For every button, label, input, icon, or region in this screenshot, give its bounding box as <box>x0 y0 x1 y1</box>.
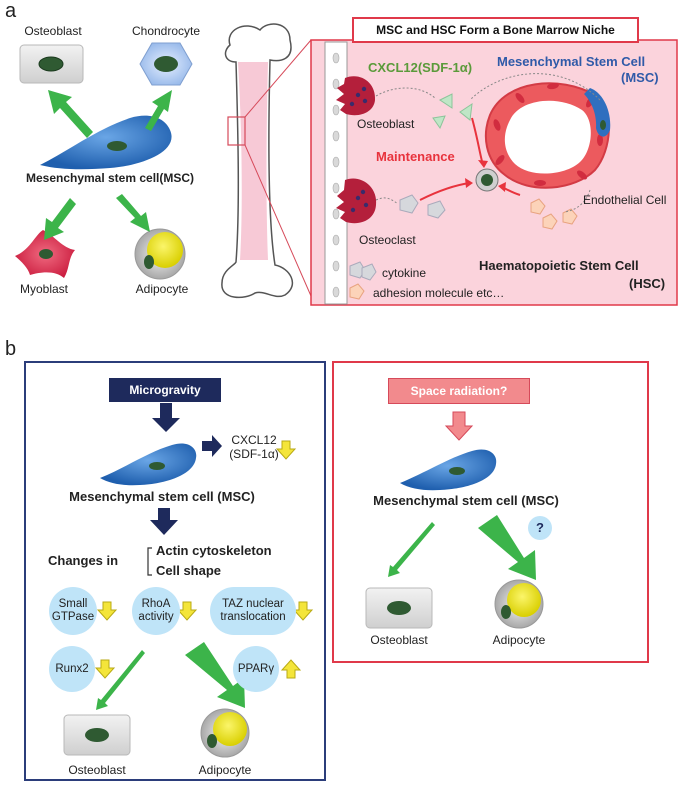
space-radiation-badge: Space radiation? <box>388 378 530 404</box>
niche-osteoclast <box>336 178 377 224</box>
panel-b-letter: b <box>5 338 17 360</box>
cytokine-molecules <box>399 93 578 230</box>
changes-in-label: Changes in <box>48 553 119 568</box>
rhoa-2: activity <box>138 611 174 623</box>
small-gtpase-2: GTPase <box>51 611 95 623</box>
legend-cytokine-label: cytokine <box>382 266 427 280</box>
niche-legend-icons <box>349 261 377 300</box>
runx2-label: Runx2 <box>55 662 89 675</box>
osteoblast-label-a: Osteoblast <box>24 24 82 38</box>
chondrocyte-cell-a <box>139 42 193 86</box>
differentiation-arrows-a <box>44 90 172 240</box>
actin-label: Actin cytoskeleton <box>156 543 272 558</box>
cell-shape-label: Cell shape <box>156 563 222 578</box>
niche-msc-label-2: (MSC) <box>621 70 659 85</box>
hsc-label-1: Haematopoietic Stem Cell <box>479 258 639 273</box>
adipocyte-label-b-left: Adipocyte <box>198 763 252 777</box>
msc-cell-b-right <box>400 449 497 491</box>
msc-label-b-right: Mesenchymal stem cell (MSC) <box>373 493 559 508</box>
small-gtpase-1: Small <box>58 598 88 610</box>
osteoblast-label-b-left: Osteoblast <box>68 763 126 777</box>
question-mark: ? <box>536 520 544 535</box>
runx2-circle: Runx2 <box>49 646 95 692</box>
bracket <box>147 547 152 576</box>
adipocyte-cell-b-right <box>494 579 544 629</box>
ppar-label: PPARγ <box>237 662 275 675</box>
niche-title: MSC and HSC Form a Bone Marrow Niche <box>352 17 639 43</box>
myoblast-cell-a <box>15 230 75 278</box>
microgravity-box <box>24 361 326 781</box>
adipocyte-cell-b-left <box>200 708 250 758</box>
hsc-cell <box>475 168 499 192</box>
myoblast-label-a: Myoblast <box>19 282 69 296</box>
osteoblast-cell-b-left <box>63 714 131 756</box>
niche-osteoclast-label: Osteoclast <box>359 233 416 247</box>
question-circle <box>528 516 552 540</box>
microgravity-arrows <box>150 403 222 535</box>
osteoblast-cell-b-right <box>365 587 433 629</box>
panel-a-letter: a <box>5 0 17 22</box>
niche-osteoblast <box>336 76 376 116</box>
radiation-arrow <box>444 411 474 441</box>
rhoa-1: RhoA <box>141 598 171 610</box>
differentiation-arrows-b-right <box>388 515 536 580</box>
endothelial-label: Endothelial Cell <box>583 193 667 207</box>
adipocyte-label-b-right: Adipocyte <box>492 633 546 647</box>
msc-label-b-left: Mesenchymal stem cell (MSC) <box>69 489 255 504</box>
osteoblast-cell-a <box>19 44 84 84</box>
msc-cell-b-left <box>100 443 197 486</box>
cxcl12-label: CXCL12(SDF-1α) <box>368 60 473 75</box>
differentiation-arrows-b-left <box>96 642 245 710</box>
adipocyte-cell-a <box>134 228 186 280</box>
osteoblast-label-b-right: Osteoblast <box>370 633 428 647</box>
msc-cell-a <box>40 115 172 170</box>
ppar-circle: PPARγ <box>233 646 279 692</box>
microgravity-badge: Microgravity <box>109 378 221 402</box>
msc-label-a: Mesenchymal stem cell(MSC) <box>25 171 195 185</box>
bone-wall <box>324 41 348 305</box>
cxcl12-b-2: (SDF-1α) <box>229 447 279 461</box>
bone-illustration <box>221 23 312 299</box>
yellow-arrows <box>94 440 314 679</box>
chondrocyte-label-a: Chondrocyte <box>131 24 201 38</box>
cxcl12-b-1: CXCL12 <box>231 433 277 447</box>
blood-vessel <box>484 82 611 189</box>
niche-msc-label-1: Mesenchymal Stem Cell <box>497 54 646 69</box>
maintenance-label: Maintenance <box>376 149 455 164</box>
niche-osteoblast-label: Osteoblast <box>357 117 415 131</box>
dotted-arrows <box>375 73 601 213</box>
taz-2: translocation <box>220 611 286 623</box>
hsc-label-2: (HSC) <box>629 276 666 291</box>
taz-1: TAZ nuclear <box>222 598 284 610</box>
adipocyte-label-a: Adipocyte <box>135 282 189 296</box>
legend-adhesion-label: adhesion molecule etc… <box>373 286 505 300</box>
